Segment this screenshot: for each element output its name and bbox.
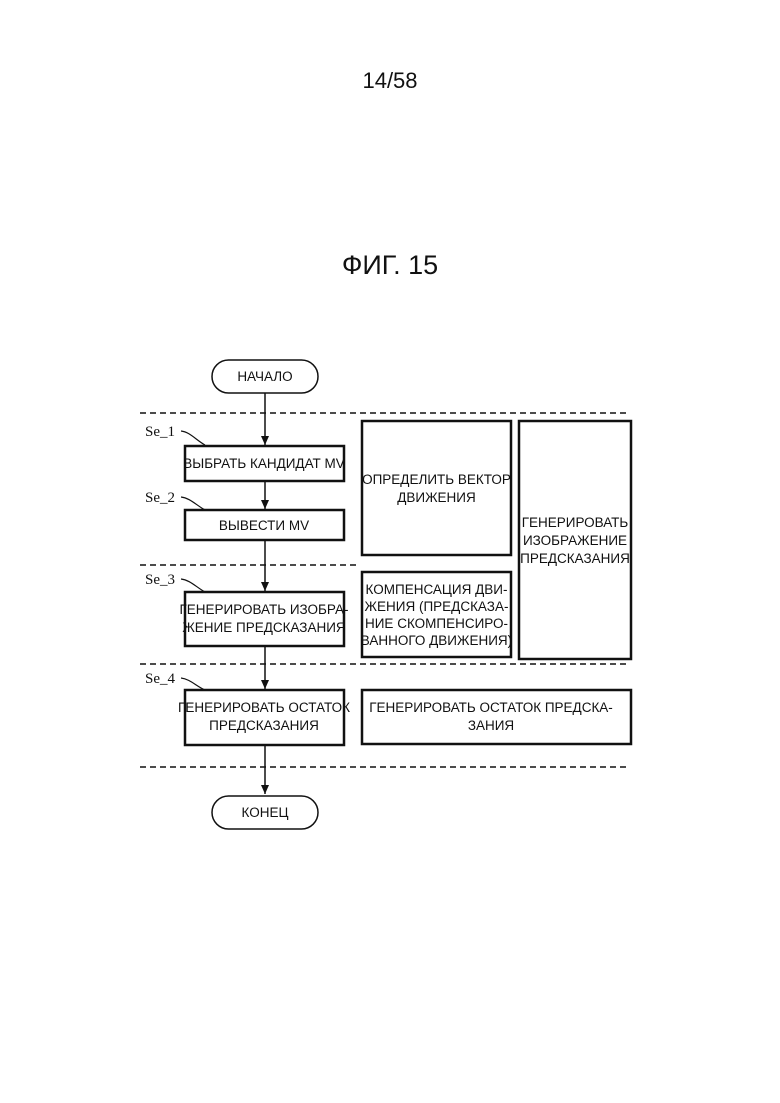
step-tag: Se_3 xyxy=(145,572,175,588)
box-label: ДВИЖЕНИЯ xyxy=(397,490,476,505)
step-box xyxy=(185,592,344,646)
tag-leader xyxy=(181,678,205,690)
box-label: ЖЕНИЯ (ПРЕДСКАЗА- xyxy=(365,599,509,614)
motion-vector-box: ОПРЕДЕЛИТЬ ВЕКТОР ДВИЖЕНИЯ xyxy=(362,421,511,555)
start-terminal: НАЧАЛО xyxy=(212,360,318,393)
prediction-image-box: ГЕНЕРИРОВАТЬ ИЗОБРАЖЕНИЕ ПРЕДСКАЗАНИЯ xyxy=(519,421,631,659)
tag-leader xyxy=(181,431,205,445)
box-label: ГЕНЕРИРОВАТЬ xyxy=(522,515,629,530)
tag-leader xyxy=(181,497,205,510)
residual-box: ГЕНЕРИРОВАТЬ ОСТАТОК ПРЕДСКА- ЗАНИЯ xyxy=(362,690,631,744)
step-tag: Se_1 xyxy=(145,424,175,440)
end-terminal: КОНЕЦ xyxy=(212,796,318,829)
step-label: ВЫВЕСТИ MV xyxy=(219,518,309,533)
box-label: ПРЕДСКАЗАНИЯ xyxy=(520,551,630,566)
box-label: ЗАНИЯ xyxy=(468,718,514,733)
motion-compensation-box: КОМПЕНСАЦИЯ ДВИ- ЖЕНИЯ (ПРЕДСКАЗА- НИЕ С… xyxy=(361,572,512,657)
step-label: ГЕНЕРИРОВАТЬ ИЗОБРА- xyxy=(179,602,348,617)
step-tag: Se_2 xyxy=(145,490,175,506)
box-label: ГЕНЕРИРОВАТЬ ОСТАТОК ПРЕДСКА- xyxy=(369,700,613,715)
step-label: ВЫБРАТЬ КАНДИДАТ MV xyxy=(183,456,345,471)
box-label: ИЗОБРАЖЕНИЕ xyxy=(523,533,627,548)
step-se4: Se_4 ГЕНЕРИРОВАТЬ ОСТАТОК ПРЕДСКАЗАНИЯ xyxy=(145,671,350,745)
start-label: НАЧАЛО xyxy=(237,369,292,384)
step-label: ЖЕНИЕ ПРЕДСКАЗАНИЯ xyxy=(182,620,345,635)
box-label: ОПРЕДЕЛИТЬ ВЕКТОР xyxy=(362,472,511,487)
step-se2: Se_2 ВЫВЕСТИ MV xyxy=(145,490,344,540)
step-label: ПРЕДСКАЗАНИЯ xyxy=(209,718,319,733)
box-label: ВАННОГО ДВИЖЕНИЯ) xyxy=(361,633,512,648)
step-se3: Se_3 ГЕНЕРИРОВАТЬ ИЗОБРА- ЖЕНИЕ ПРЕДСКАЗ… xyxy=(145,572,349,646)
step-label: ГЕНЕРИРОВАТЬ ОСТАТОК xyxy=(178,700,350,715)
box-label: КОМПЕНСАЦИЯ ДВИ- xyxy=(366,582,508,597)
step-se1: Se_1 ВЫБРАТЬ КАНДИДАТ MV xyxy=(145,424,345,481)
box-label: НИЕ СКОМПЕНСИРО- xyxy=(365,616,508,631)
end-label: КОНЕЦ xyxy=(242,805,289,820)
step-tag: Se_4 xyxy=(145,671,176,687)
tag-leader xyxy=(181,579,205,592)
